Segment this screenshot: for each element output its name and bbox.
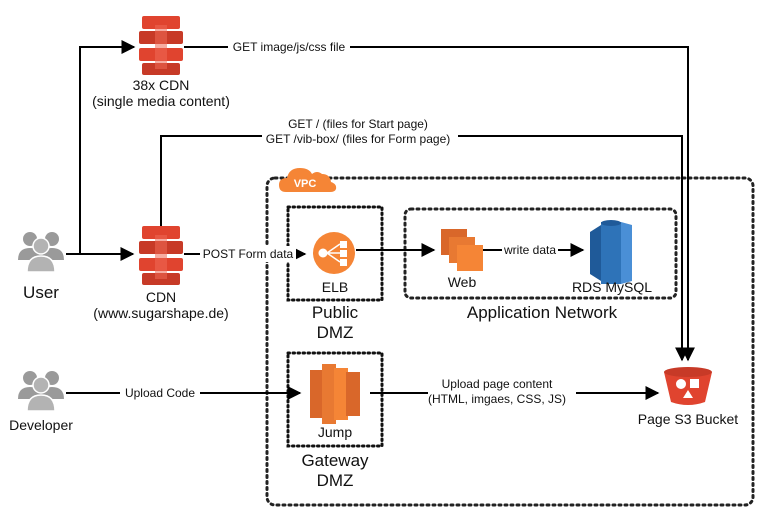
application-network-label: Application Network xyxy=(467,303,618,322)
edge-label-write-data: write data xyxy=(503,243,556,257)
edge-label-get-static: GET image/js/css file xyxy=(233,40,346,54)
gateway-dmz-label-1: Gateway xyxy=(301,451,369,470)
public-dmz-label-1: Public xyxy=(312,303,359,322)
developer-icon xyxy=(18,371,64,412)
user-icon xyxy=(18,232,64,273)
developer-label: Developer xyxy=(9,417,73,433)
edge-label-upload-content-2: (HTML, imgaes, CSS, JS) xyxy=(428,392,566,406)
media-cdn-icon xyxy=(139,16,183,75)
web-label: Web xyxy=(448,274,477,290)
media-cdn-subtitle: (single media content) xyxy=(92,93,230,109)
s3-bucket-icon xyxy=(664,367,712,405)
edge-media-cdn-to-s3 xyxy=(184,46,695,362)
edge-user-to-media-cdn xyxy=(66,40,136,255)
s3-label: Page S3 Bucket xyxy=(638,411,739,427)
application-network-boundary xyxy=(403,207,678,300)
web-icon xyxy=(441,229,483,271)
media-cdn-title: 38x CDN xyxy=(133,77,190,93)
edge-label-upload-code: Upload Code xyxy=(125,386,195,400)
edge-label-get-start-2: GET /vib-box/ (files for Form page) xyxy=(266,132,451,146)
edge-label-get-start-1: GET / (files for Start page) xyxy=(288,117,428,131)
vpc-badge-icon: VPC xyxy=(279,168,337,192)
public-dmz-label-2: DMZ xyxy=(317,323,354,342)
vpc-label: VPC xyxy=(294,178,317,190)
elb-label: ELB xyxy=(322,279,348,295)
jump-label: Jump xyxy=(318,424,352,440)
elb-icon xyxy=(313,232,355,274)
cdn-title: CDN xyxy=(146,289,176,305)
rds-label: RDS MySQL xyxy=(572,279,652,295)
edge-label-upload-content-1: Upload page content xyxy=(442,377,553,391)
cdn-subtitle: (www.sugarshape.de) xyxy=(93,305,228,321)
cdn-icon xyxy=(139,226,183,285)
gateway-dmz-label-2: DMZ xyxy=(317,471,354,490)
user-label: User xyxy=(23,283,59,302)
rds-mysql-icon xyxy=(590,220,632,284)
edge-label-post-form: POST Form data xyxy=(203,247,294,261)
jump-icon xyxy=(310,364,360,424)
vpc-boundary xyxy=(265,176,755,507)
